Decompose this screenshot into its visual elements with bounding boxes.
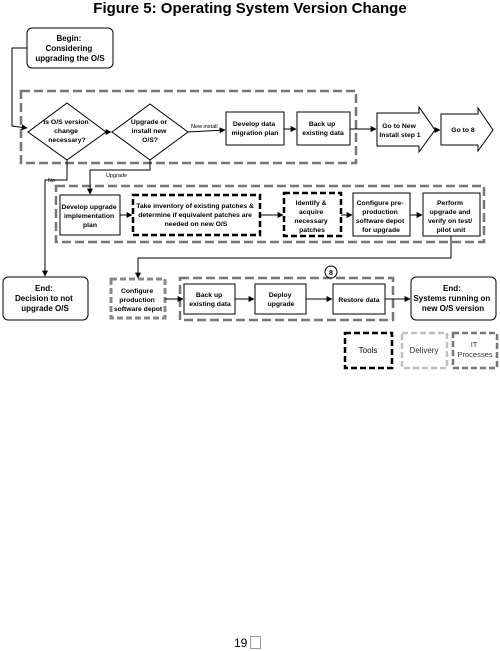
legend-it-processes-box <box>451 331 499 370</box>
goto-new-install-text: Go to New Install step 1 <box>379 123 420 139</box>
decision-version-change-text: Is O/S version change necessary? <box>43 119 90 144</box>
legend-delivery-box <box>400 331 449 370</box>
configure-preproduction-text: Configure pre- production software depot… <box>356 200 406 234</box>
figure-title: Figure 5: Operating System Version Chang… <box>93 0 407 17</box>
page-number-box <box>250 636 261 649</box>
end-systems-running-text: End: Systems running on new O/S version <box>413 284 492 313</box>
perform-upgrade-node <box>422 192 481 237</box>
configure-production-text: Configure production software depot <box>114 288 163 313</box>
connector-lines <box>11 47 452 302</box>
backup-data-node-1 <box>296 111 351 146</box>
develop-data-migration-text: Develop data migration plan <box>232 121 279 137</box>
connector-8-label: 8 <box>329 270 333 277</box>
edge-label-upgrade: Upgrade <box>106 173 127 179</box>
decision-upgrade-or-install-text: Upgrade or install new O/S? <box>131 119 169 144</box>
goto-8-node <box>440 106 494 153</box>
restore-data-node <box>332 283 386 315</box>
backup-data-text-1: Back up existing data <box>302 121 344 137</box>
connector-8 <box>324 265 338 279</box>
identify-patches-text: Identify & acquire necessary patches <box>294 200 329 234</box>
configure-production-node <box>109 277 167 320</box>
configure-preproduction-node <box>352 192 411 237</box>
develop-data-migration-node <box>225 111 285 146</box>
backup-data-node-2 <box>183 283 236 315</box>
end-no-upgrade-node <box>2 276 89 321</box>
legend-it-processes-label: IT Processes <box>457 340 492 359</box>
deploy-upgrade-text: Deploy upgrade <box>268 292 295 308</box>
end-systems-running-node <box>410 276 497 321</box>
goto-8-text: Go to 8 <box>451 127 475 134</box>
edge-label-no: No <box>48 178 55 184</box>
group-row1 <box>19 89 358 165</box>
legend-tools-box <box>343 331 394 370</box>
end-no-upgrade-text: End: Decision to not upgrade O/S <box>15 284 75 313</box>
restore-data-text: Restore data <box>338 297 379 304</box>
legend-tools-label: Tools <box>359 346 378 355</box>
perform-upgrade-text: Perform upgrade and verify on test/ pilo… <box>428 200 474 234</box>
legend-delivery-label: Delivery <box>410 346 439 355</box>
inventory-patches-text: Take inventory of existing patches & det… <box>136 203 256 228</box>
goto-new-install-node <box>376 105 436 154</box>
backup-data-text-2: Back up existing data <box>189 292 231 308</box>
page-number: 19 <box>234 636 248 650</box>
group-row2 <box>54 184 486 244</box>
develop-upgrade-plan-text: Develop upgrade implementation plan <box>61 204 118 229</box>
develop-upgrade-plan-node <box>59 194 121 236</box>
inventory-patches-node <box>131 193 262 237</box>
identify-patches-node <box>282 191 343 238</box>
begin-text: Begin: Considering upgrading the O/S <box>35 34 105 63</box>
edge-label-new-install: New install <box>191 124 218 130</box>
deploy-upgrade-node <box>254 283 307 315</box>
